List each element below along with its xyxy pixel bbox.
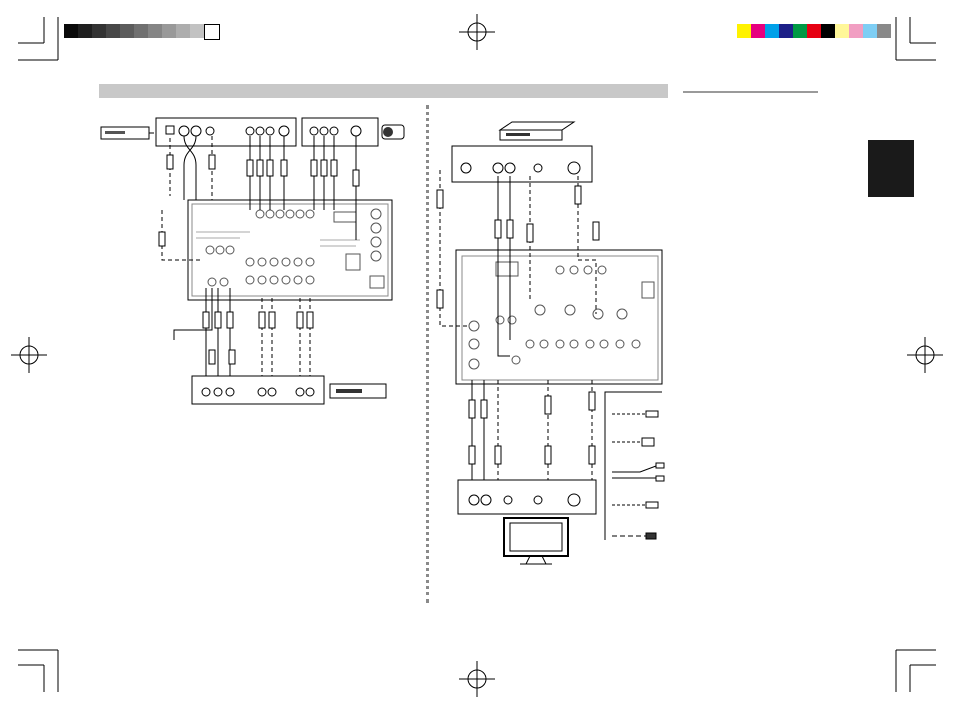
calibration-swatch <box>877 24 891 38</box>
registration-mark-icon <box>459 14 495 50</box>
calibration-swatch <box>162 24 176 38</box>
receiver-rear-panel <box>455 249 663 385</box>
cable-legend-icon <box>604 391 665 540</box>
set-top-box-icon <box>498 121 576 141</box>
calibration-swatch <box>821 24 835 38</box>
language-tab <box>868 140 914 197</box>
calibration-swatch <box>807 24 821 38</box>
set-top-box-panel <box>451 145 593 183</box>
calibration-swatch <box>78 24 92 38</box>
side-column-rule <box>683 91 818 93</box>
calibration-swatch <box>204 24 220 40</box>
registration-mark-icon <box>11 337 47 373</box>
column-divider <box>426 105 429 603</box>
calibration-swatch <box>793 24 807 38</box>
calibration-swatch <box>835 24 849 38</box>
crop-mark-icon <box>18 17 936 692</box>
right-connection-diagram <box>436 121 665 565</box>
calibration-swatch <box>849 24 863 38</box>
calibration-swatch <box>92 24 106 38</box>
receiver-rear-panel <box>187 199 393 301</box>
calibration-swatch <box>765 24 779 38</box>
left-connection-diagram <box>100 117 405 405</box>
calibration-swatch <box>120 24 134 38</box>
tv-monitor-icon <box>503 517 569 565</box>
projector-icon <box>381 124 405 140</box>
calibration-swatch <box>190 24 204 38</box>
registration-mark-icon <box>907 337 943 373</box>
calibration-swatch <box>64 24 78 38</box>
source-panel <box>155 117 297 147</box>
calibration-swatch <box>737 24 751 38</box>
calibration-swatch <box>106 24 120 38</box>
calibration-swatch <box>148 24 162 38</box>
section-header-band <box>99 84 668 98</box>
registration-mark-icon <box>459 661 495 697</box>
dvd-player-icon <box>100 126 154 140</box>
calibration-swatch <box>751 24 765 38</box>
calibration-swatch <box>176 24 190 38</box>
recorder-icon <box>329 383 387 399</box>
calibration-swatch <box>779 24 793 38</box>
calibration-swatch <box>863 24 877 38</box>
calibration-swatch <box>134 24 148 38</box>
